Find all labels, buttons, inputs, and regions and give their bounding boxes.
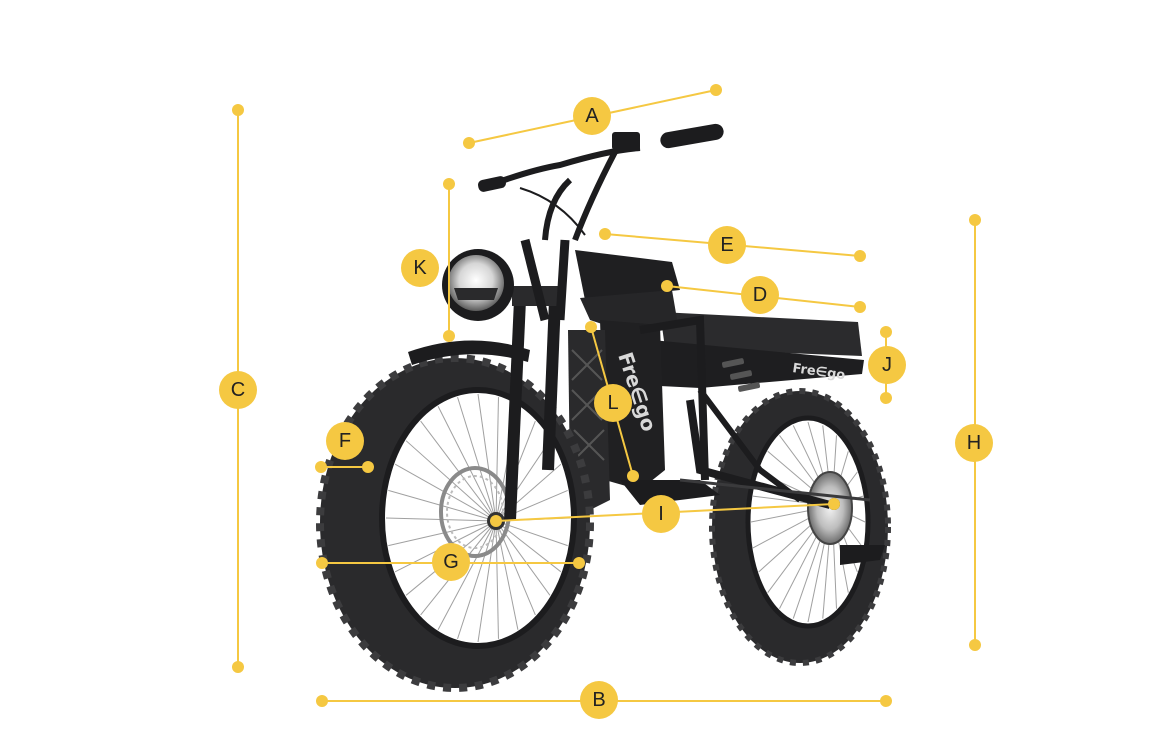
front-wheel xyxy=(316,354,594,692)
label-b: B xyxy=(592,689,605,711)
front-rim-inner xyxy=(382,390,574,646)
badge-a: A xyxy=(573,97,611,135)
label-e: E xyxy=(720,234,733,256)
label-c: C xyxy=(231,379,245,401)
rack-brand-text: Fre∈go xyxy=(791,361,846,383)
rear-rim xyxy=(745,415,871,629)
badge-d: D xyxy=(741,276,779,314)
spoke xyxy=(437,520,497,630)
headlight-visor xyxy=(454,288,498,300)
spoke xyxy=(495,520,499,639)
badge-k: K xyxy=(401,249,439,287)
spoke xyxy=(437,406,497,522)
label-f: F xyxy=(339,430,351,452)
head-tube-right xyxy=(555,239,570,321)
fork-and-fender xyxy=(408,238,570,521)
label-l: L xyxy=(607,392,618,414)
label-h: H xyxy=(967,432,981,454)
badge-j: J xyxy=(868,346,906,384)
spoke xyxy=(388,520,497,547)
label-a: A xyxy=(585,105,599,127)
badge-b: B xyxy=(580,681,618,719)
rear-wheel xyxy=(709,388,891,666)
headlight-lens xyxy=(448,255,504,311)
battery-pack xyxy=(600,320,665,490)
rear-tire-tread xyxy=(709,388,891,666)
label-i: I xyxy=(658,503,664,525)
bottom-bracket xyxy=(620,480,720,505)
rear-rim-inner xyxy=(748,418,868,626)
fork-right xyxy=(542,299,561,471)
seat xyxy=(660,312,862,356)
badge-h: H xyxy=(955,424,993,462)
headlight xyxy=(442,249,514,321)
badge-l: L xyxy=(594,384,632,422)
swingarm xyxy=(686,399,832,509)
label-d: D xyxy=(753,284,767,306)
label-k: K xyxy=(413,257,427,279)
spoke xyxy=(477,520,497,643)
right-grip xyxy=(660,123,724,149)
dimension-labels: A B C D E F G H xyxy=(219,97,993,719)
spoke xyxy=(457,396,497,522)
front-tire-tread xyxy=(316,354,594,692)
spoke xyxy=(477,393,497,522)
handlebar xyxy=(477,123,724,242)
vent-slot-2 xyxy=(729,370,753,380)
badge-f: F xyxy=(326,422,364,460)
main-frame: Fre∈go xyxy=(568,250,871,510)
head-tube-left xyxy=(520,238,550,322)
brake-disc-holes xyxy=(446,475,504,549)
lattice-pattern xyxy=(571,349,605,461)
vent-slot-1 xyxy=(721,358,745,368)
battery-top xyxy=(575,250,680,300)
fork-left xyxy=(504,299,526,521)
seat-tube xyxy=(639,315,709,481)
front-fender xyxy=(408,340,530,365)
kickstand xyxy=(840,545,885,565)
spoke xyxy=(457,520,497,640)
spoke xyxy=(420,420,497,522)
left-grip xyxy=(477,176,507,192)
brake-cable xyxy=(519,187,586,236)
vent-slot-3 xyxy=(737,382,761,392)
ebike-illustration: Fre∈go Fre∈go xyxy=(316,123,891,692)
top-tube xyxy=(580,290,678,330)
chain xyxy=(679,478,871,502)
handlebar-risers xyxy=(542,150,618,242)
badge-g: G xyxy=(432,543,470,581)
label-j: J xyxy=(882,354,892,376)
badge-i: I xyxy=(642,495,680,533)
display-unit xyxy=(612,132,640,150)
dimension-endpoints xyxy=(232,84,981,707)
handlebar-bar xyxy=(480,145,641,191)
label-g: G xyxy=(443,551,459,573)
badge-e: E xyxy=(708,226,746,264)
spoke xyxy=(495,397,499,522)
badge-c: C xyxy=(219,371,257,409)
